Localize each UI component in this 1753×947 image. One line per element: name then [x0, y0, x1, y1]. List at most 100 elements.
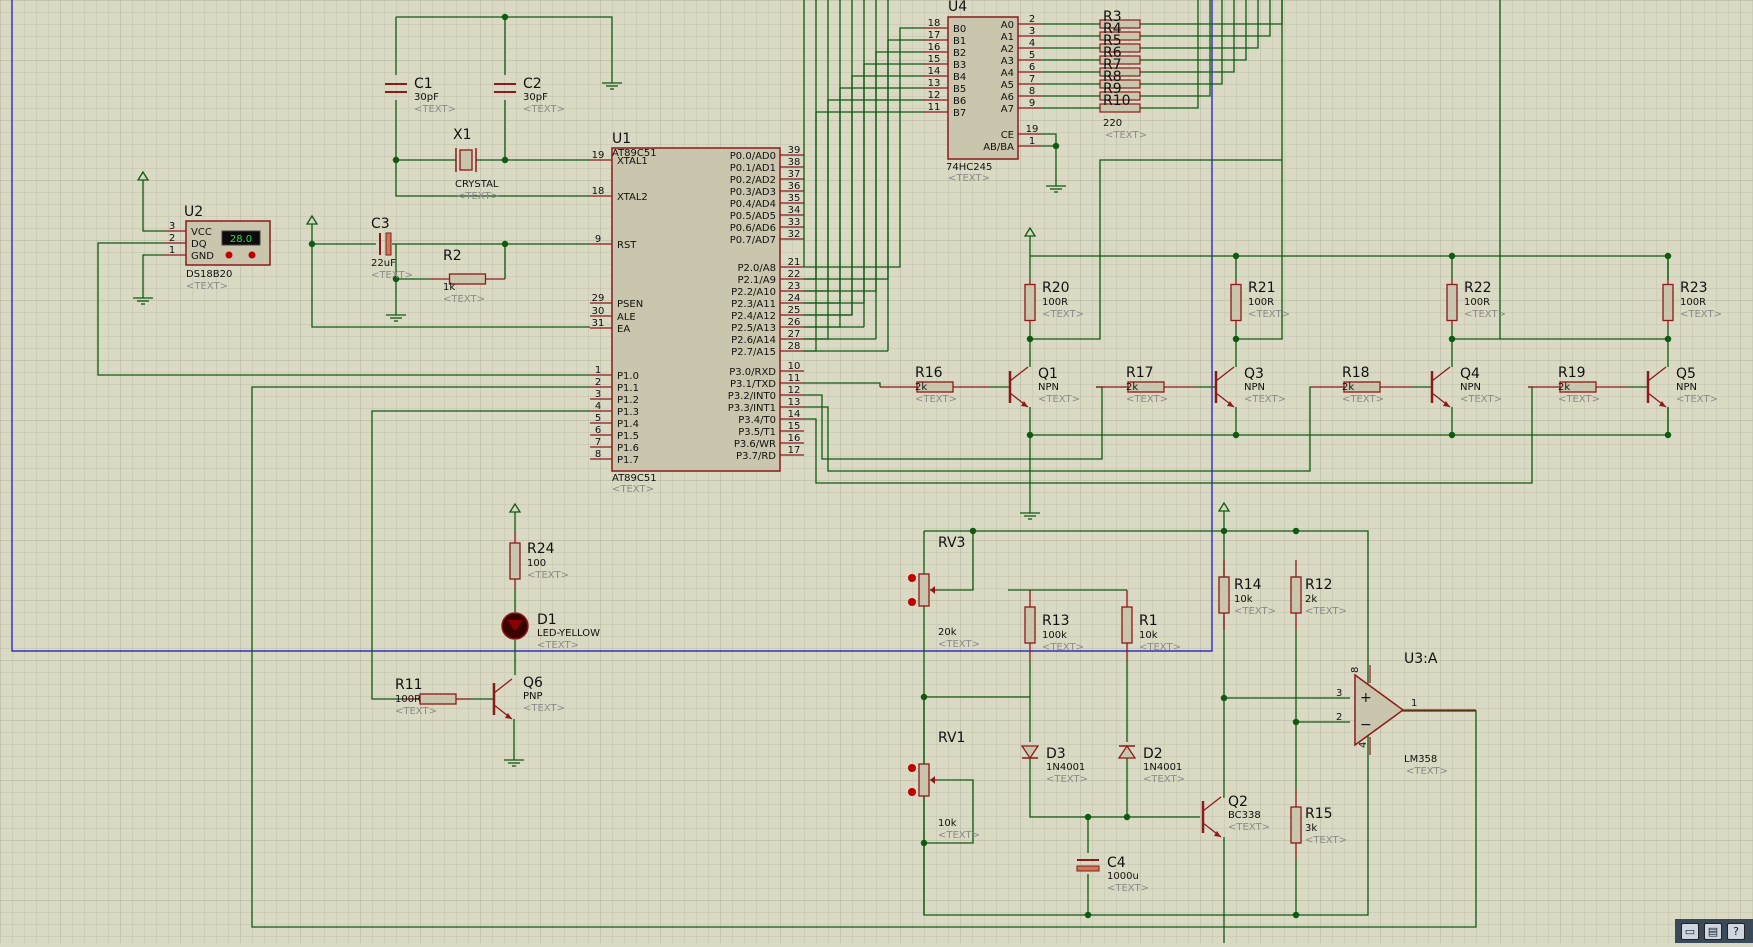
ref-label-r14: R14 — [1234, 577, 1262, 593]
junction-dot — [1124, 814, 1129, 819]
u1-pin-number: 25 — [788, 305, 801, 316]
u4-pin-number: 19 — [1026, 124, 1039, 135]
u4-pin-number: 8 — [1029, 86, 1035, 97]
status-bar: ▭ ▤ ? — [1675, 919, 1753, 943]
u1-pin-number: 21 — [788, 257, 801, 268]
u1-pin-name: P3.1/TXD — [730, 379, 776, 390]
u4-pin-number: 2 — [1029, 14, 1035, 25]
opamp-pin-number: 3 — [1336, 688, 1342, 699]
u2-pin-number: 1 — [169, 245, 175, 256]
resistor-R22 — [1447, 285, 1457, 321]
u1-part-name: AT89C51 — [612, 473, 657, 484]
probe-dot — [908, 574, 916, 582]
keyboard-icon[interactable]: ▭ — [1681, 923, 1699, 940]
u4-pin-number: 7 — [1029, 74, 1035, 85]
junction-dot — [1665, 253, 1670, 258]
potentiometer-RV1 — [919, 764, 929, 796]
text-placeholder: <TEXT> — [1305, 835, 1347, 846]
value-label-r2: 1k — [443, 282, 455, 293]
junction-dot — [1293, 528, 1298, 533]
u1-pin-name: P2.1/A9 — [737, 275, 776, 286]
help-icon[interactable]: ? — [1727, 923, 1745, 940]
text-placeholder: <TEXT> — [1342, 394, 1384, 405]
opamp-pin-number: 2 — [1336, 712, 1342, 723]
resistor-R14 — [1219, 577, 1229, 613]
u4-pin-name: B4 — [953, 72, 966, 83]
ref-label-r20: R20 — [1042, 280, 1070, 296]
u1-pin-name: P2.4/A12 — [731, 311, 776, 322]
value-label-c2: 30pF — [523, 92, 548, 103]
value-label-r10: 220 — [1103, 118, 1122, 129]
u1-pin-number: 10 — [788, 361, 801, 372]
u1-pin-number: 33 — [788, 217, 801, 228]
value-label-r12: 2k — [1305, 594, 1317, 605]
value-label-r16: 2k — [915, 382, 927, 393]
opamp-plus-sign: + — [1360, 690, 1372, 706]
value-label-r11: 100R — [395, 694, 421, 705]
junction-dot — [1293, 912, 1298, 917]
ref-label-c3: C3 — [371, 216, 390, 232]
u1-pin-name: P0.5/AD5 — [730, 211, 776, 222]
text-placeholder: <TEXT> — [1234, 606, 1276, 617]
text-placeholder: <TEXT> — [1139, 642, 1181, 653]
u1-pin-name: XTAL1 — [617, 156, 648, 167]
window-icon[interactable]: ▤ — [1704, 923, 1722, 940]
ref-label-r12: R12 — [1305, 577, 1333, 593]
opamp-pin-number: 4 — [1358, 742, 1369, 748]
u1-pin-number: 1 — [595, 365, 601, 376]
value-label-c4: 1000u — [1107, 871, 1139, 882]
u4-pin-number: 9 — [1029, 98, 1035, 109]
u1-pin-name: P3.4/T0 — [738, 415, 776, 426]
text-placeholder: <TEXT> — [1464, 309, 1506, 320]
u4-pin-number: 5 — [1029, 50, 1035, 61]
text-placeholder: <TEXT> — [1126, 394, 1168, 405]
u2-button-icon — [226, 252, 233, 259]
resistor-R12 — [1291, 577, 1301, 613]
u1-pin-name: P0.6/AD6 — [730, 223, 776, 234]
value-label-q2: BC338 — [1228, 810, 1261, 821]
u1-pin-name: P0.1/AD1 — [730, 163, 776, 174]
capacitor-plate — [386, 233, 391, 255]
junction-dot — [1293, 719, 1298, 724]
value-label-q5: NPN — [1676, 382, 1697, 393]
u2-display-reading: 28.0 — [230, 234, 252, 245]
text-placeholder: <TEXT> — [527, 570, 569, 581]
u1-pin-number: 23 — [788, 281, 801, 292]
u2-part-name: DS18B20 — [186, 269, 232, 280]
text-placeholder: <TEXT> — [523, 703, 565, 714]
u1-pin-name: P3.5/T1 — [738, 427, 776, 438]
ref-label-q4: Q4 — [1460, 366, 1480, 382]
u1-pin-number: 26 — [788, 317, 801, 328]
ref-label-q2: Q2 — [1228, 794, 1248, 810]
u1-pin-name: P1.6 — [617, 443, 639, 454]
probe-dot — [908, 598, 916, 606]
u4-pin-number: 4 — [1029, 38, 1035, 49]
ref-label-r13: R13 — [1042, 613, 1070, 629]
text-placeholder: <TEXT> — [414, 104, 456, 115]
text-placeholder: <TEXT> — [443, 294, 485, 305]
u4-pin-name: A2 — [1001, 44, 1014, 55]
ref-label-d3: D3 — [1046, 746, 1066, 762]
ref-label-r11: R11 — [395, 677, 423, 693]
u1-pin-number: 19 — [592, 150, 605, 161]
u1-pin-name: XTAL2 — [617, 192, 648, 203]
value-label-r1: 10k — [1139, 630, 1158, 641]
value-label-d1: LED-YELLOW — [537, 628, 600, 639]
ref-label-c2: C2 — [523, 76, 542, 92]
text-placeholder: <TEXT> — [1107, 883, 1149, 894]
u4-pin-number: 18 — [928, 18, 941, 29]
u1-pin-number: 14 — [788, 409, 801, 420]
u2-pin-name: GND — [191, 251, 214, 262]
u1-pin-number: 29 — [592, 293, 605, 304]
u1-pin-name: P0.3/AD3 — [730, 187, 776, 198]
ref-label-u4: U4 — [948, 0, 967, 15]
u4-pin-number: 14 — [928, 66, 941, 77]
u4-pin-number: 1 — [1029, 136, 1035, 147]
u4-pin-name: A1 — [1001, 32, 1014, 43]
u1-pin-number: 15 — [788, 421, 801, 432]
value-label-r13: 100k — [1042, 630, 1067, 641]
text-placeholder: <TEXT> — [537, 640, 579, 651]
u2-pin-name: DQ — [191, 239, 207, 250]
